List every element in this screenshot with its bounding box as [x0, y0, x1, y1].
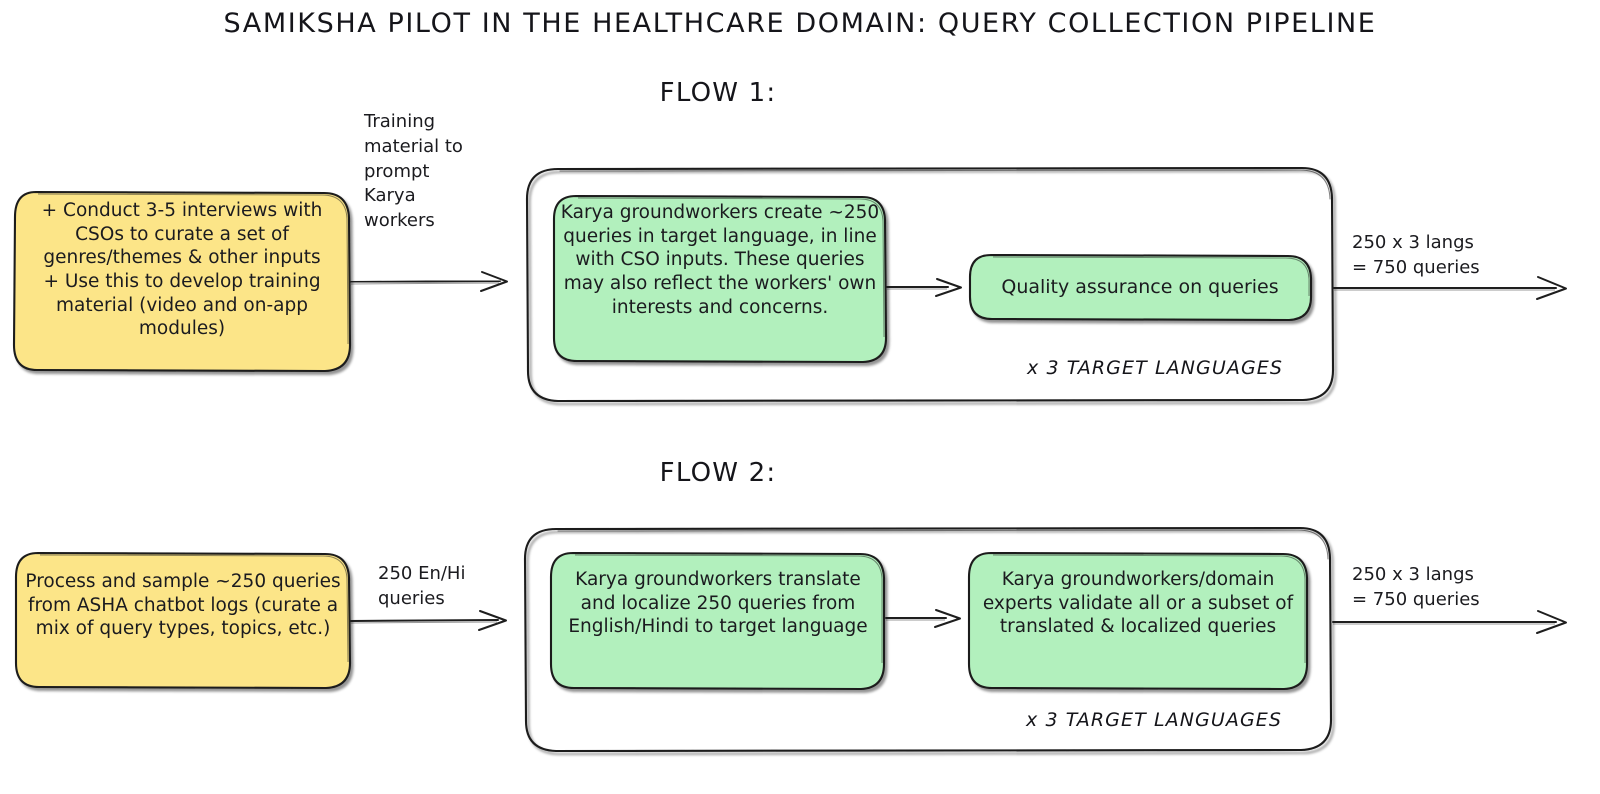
flow-1-edge-out-label: 250 x 3 langs = 750 queries [1352, 232, 1480, 278]
flow-1-group-container [525, 166, 1335, 403]
flow-1-arrow-source-to-group [350, 271, 508, 292]
flow-2-arrow-source-to-group [350, 610, 507, 631]
flow-1-edge-in-label: Training material to prompt Karya worker… [364, 111, 463, 232]
page-title: SAMIKSHA PILOT IN THE HEALTHCARE DOMAIN:… [223, 8, 1377, 39]
flow-2-arrow-step1-to-step2 [885, 609, 961, 628]
flow-2-group-label: x 3 TARGET LANGUAGES [1026, 709, 1283, 731]
flow-1-group-label: x 3 TARGET LANGUAGES [1027, 357, 1284, 379]
flow-2-heading: FLOW 2: [659, 458, 777, 488]
flow-1-arrow-step1-to-step2 [886, 278, 962, 297]
flow-2-arrow-output [1332, 610, 1567, 634]
flow-1-step-1-node[interactable] [552, 194, 888, 364]
flow-2-source-node[interactable] [14, 551, 352, 690]
flow-2-step-2-node[interactable] [967, 551, 1309, 691]
flow-1-step-2-node[interactable] [968, 253, 1313, 322]
flow-1-arrow-output [1333, 276, 1567, 300]
flow-1-heading: FLOW 1: [659, 78, 777, 108]
flow-2-group-container [523, 526, 1333, 753]
flow-2-edge-in-label: 250 En/Hi queries [378, 563, 466, 609]
flow-1-source-node[interactable] [12, 190, 352, 373]
flow-2-step-1-node[interactable] [549, 551, 886, 691]
flow-2-edge-out-label: 250 x 3 langs = 750 queries [1352, 564, 1480, 610]
